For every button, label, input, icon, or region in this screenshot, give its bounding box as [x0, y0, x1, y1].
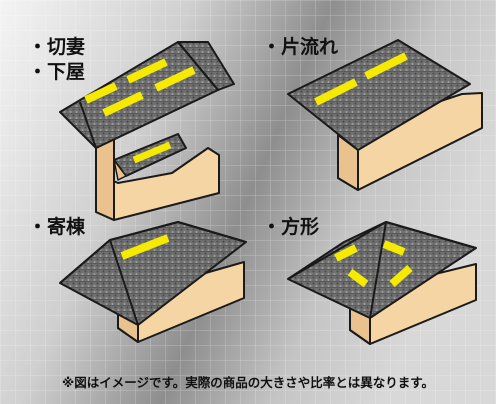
- house-hip-icon: [59, 221, 247, 343]
- house-shed-icon: [287, 39, 483, 191]
- label-geya: ・下屋: [28, 61, 86, 83]
- label-hougyou: ・方形: [262, 216, 320, 238]
- label-yosemune: ・寄棟: [28, 216, 86, 238]
- house-gable-icon: [59, 41, 235, 221]
- house-pyramid-icon: [287, 221, 477, 345]
- label-katanagare: ・片流れ: [262, 36, 339, 58]
- label-kirizuma: ・切妻: [28, 36, 86, 58]
- disclaimer-note: ※図はイメージです。実際の商品の大きさや比率とは異なります。: [62, 375, 434, 390]
